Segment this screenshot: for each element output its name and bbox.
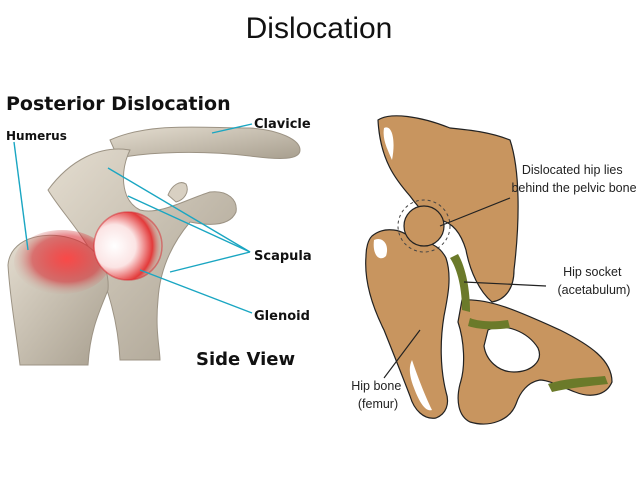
femoral-head: [403, 205, 445, 247]
glenoid-fossa: [93, 211, 163, 281]
label-scapula: Scapula: [254, 249, 312, 264]
pelvic-highlight: [383, 127, 394, 160]
side-view-caption: Side View: [196, 349, 295, 370]
cartilage-band-1: [450, 254, 470, 312]
shoulder-heading: Posterior Dislocation: [6, 93, 231, 115]
dislocation-marker: [397, 199, 451, 253]
obturator-opening: [483, 326, 540, 373]
slide-title: Dislocation: [245, 12, 393, 45]
pelvic-bone: [377, 115, 519, 303]
leader-scapula-1: [107, 167, 251, 253]
cartilage-band-2: [468, 318, 510, 330]
cartilage-band-3: [548, 376, 608, 392]
femur-highlight-2: [409, 360, 432, 411]
femur-highlight: [373, 238, 388, 259]
leader-humerus: [13, 141, 29, 251]
label-humerus: Humerus: [6, 129, 67, 143]
callout-hip-bone: Hip bone (femur): [351, 379, 405, 411]
callout-hip-bone-line-1: Hip bone: [351, 379, 401, 393]
callout-socket-line-2: (acetabulum): [558, 283, 631, 297]
callout-hip-bone-line-2: (femur): [358, 397, 398, 411]
label-clavicle: Clavicle: [254, 117, 311, 132]
leader-clavicle: [211, 123, 253, 134]
coracoid-process: [167, 182, 188, 203]
femur-bone: [365, 229, 450, 419]
leader-glenoid: [139, 269, 253, 314]
callout-dislocated-line-1: Dislocated hip lies: [522, 163, 623, 177]
leader-femur: [383, 329, 421, 379]
leader-scapula-3: [169, 251, 251, 273]
label-glenoid: Glenoid: [254, 309, 310, 324]
leader-dislocated: [439, 197, 511, 227]
callout-dislocated-line-2: behind the pelvic bone: [511, 181, 636, 195]
leader-socket: [463, 281, 547, 287]
callout-dislocated: Dislocated hip lies behind the pelvic bo…: [511, 163, 636, 195]
callout-socket-line-1: Hip socket: [563, 265, 622, 279]
hip-illustration: [365, 115, 613, 425]
shoulder-illustration: Posterior Dislocation Humerus Clavicle S…: [6, 93, 312, 370]
clavicle-bone: [109, 126, 301, 159]
leader-scapula-2: [127, 195, 251, 253]
humeral-head: [14, 230, 110, 294]
callout-socket: Hip socket (acetabulum): [558, 265, 631, 297]
